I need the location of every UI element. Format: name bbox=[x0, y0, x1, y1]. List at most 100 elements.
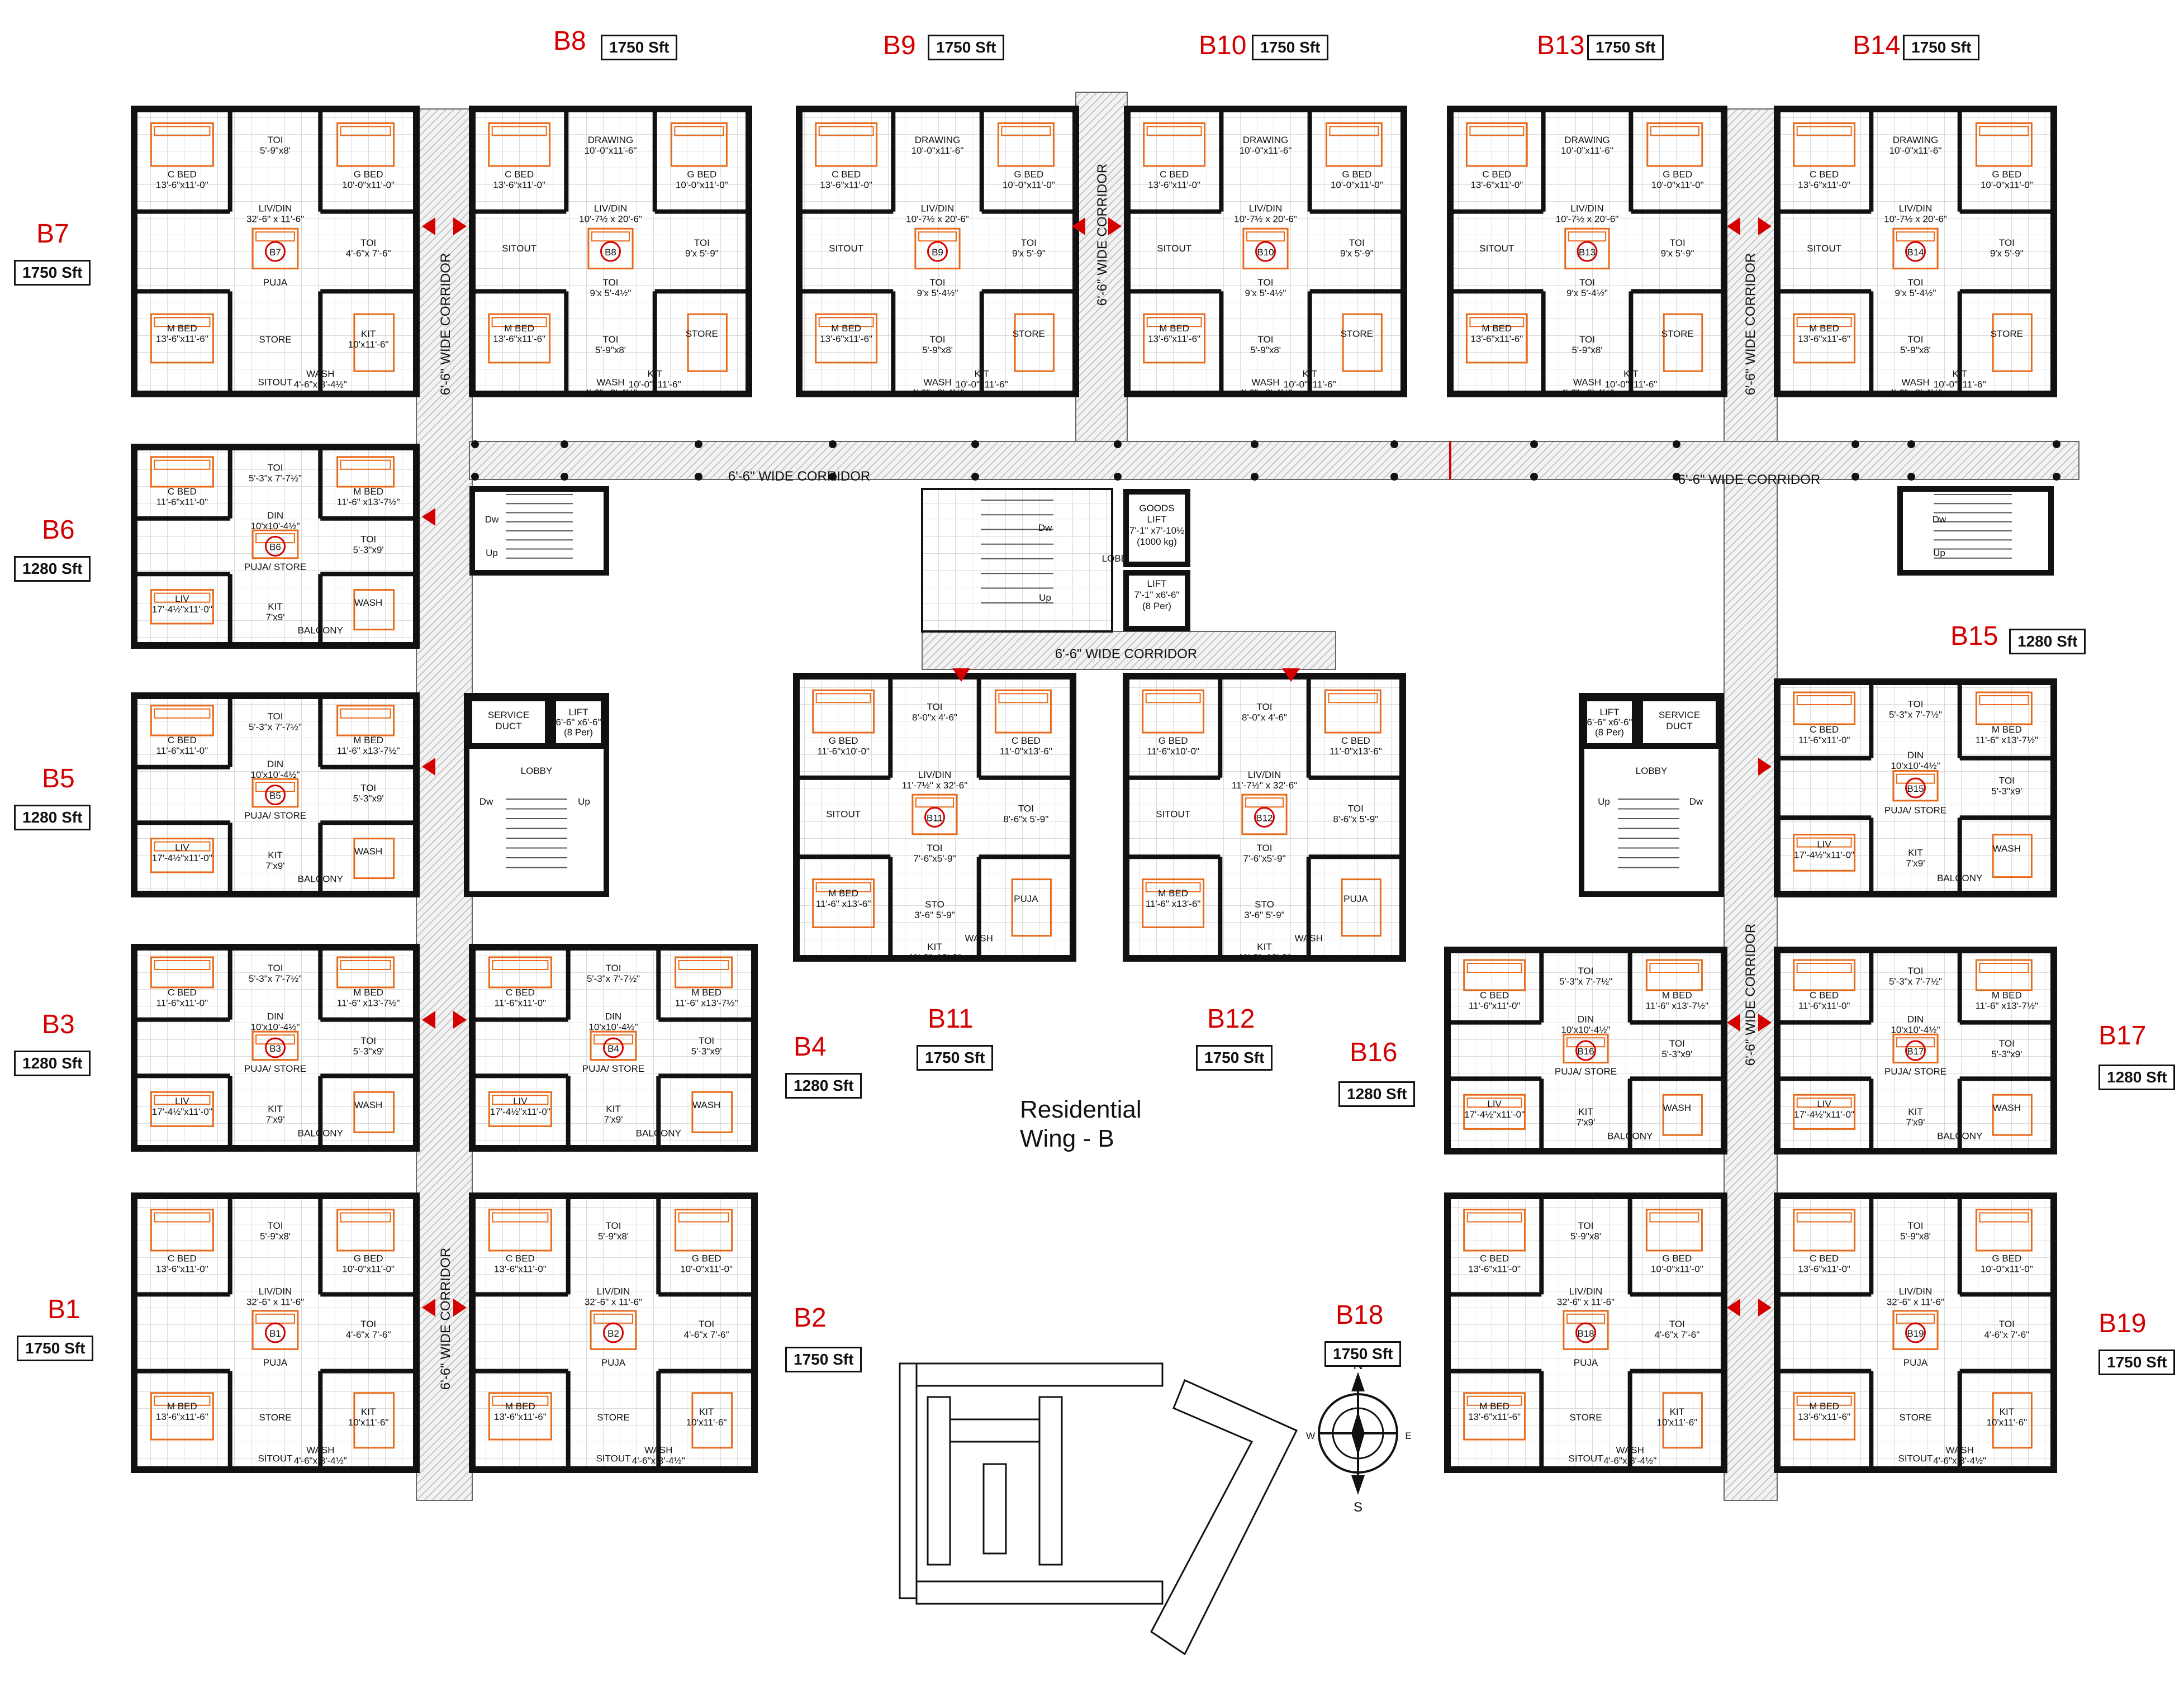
room-name: SITOUT bbox=[829, 243, 863, 254]
unit-id-label: B3 bbox=[42, 1010, 75, 1039]
lift-label: 6'-6" x6'-6" bbox=[556, 717, 601, 728]
room-name: TOI bbox=[929, 277, 945, 288]
room-dimension: 11'-6"x10'-0" bbox=[817, 746, 870, 757]
compass-needle bbox=[1351, 1411, 1365, 1456]
room-dimension: 11'-6"x10'-0" bbox=[1147, 746, 1199, 757]
room-name: LIV/DIN bbox=[1248, 769, 1281, 780]
furniture bbox=[336, 122, 395, 167]
furniture bbox=[251, 529, 299, 559]
unit-id-label: B1 bbox=[48, 1295, 80, 1324]
room-name: BALCONY bbox=[1937, 1130, 1982, 1141]
entry-arrow-icon bbox=[453, 1011, 467, 1029]
furniture-detail bbox=[678, 960, 729, 970]
unit-id-label: B8 bbox=[553, 26, 586, 56]
room-dimension: 10'-0"x11'-6" bbox=[585, 145, 637, 156]
room-name: WASH bbox=[1295, 933, 1323, 944]
room-dimension: 10'x11'-6" bbox=[686, 1417, 727, 1428]
room-name: TOI bbox=[1578, 1220, 1593, 1231]
room-name: WASH bbox=[354, 1100, 382, 1110]
unit-tag-circle bbox=[265, 1037, 286, 1058]
room-dimension: 9'x 5'-4½" bbox=[1895, 288, 1936, 298]
furniture-detail bbox=[255, 1034, 295, 1045]
furniture bbox=[1324, 689, 1381, 734]
furniture-detail bbox=[1896, 231, 1935, 242]
room-dimension: 10'-0"x11'-0" bbox=[1003, 179, 1055, 190]
furniture bbox=[251, 1030, 299, 1061]
furniture-detail bbox=[255, 533, 295, 544]
room-name: C BED bbox=[1012, 735, 1041, 746]
room-name: C BED bbox=[168, 1253, 197, 1264]
room-dimension: 10'x11'-6" bbox=[1986, 1417, 2027, 1428]
room-name: PUJA/ STORE bbox=[244, 562, 306, 572]
room-dimension: 5'-3"x9' bbox=[353, 544, 384, 555]
room-dimension: 11'-6"x11'-0" bbox=[1798, 1000, 1850, 1011]
room-name: M BED bbox=[831, 323, 861, 334]
room-name: TOI bbox=[694, 237, 710, 248]
room-name: DRAWING bbox=[1243, 135, 1289, 145]
room-dimension: 32'-6" x 11'-6" bbox=[1887, 1296, 1944, 1307]
unit-id-label: B13 bbox=[1537, 31, 1585, 60]
room-name: M BED bbox=[1159, 323, 1189, 334]
service-duct-label: SERVICE bbox=[488, 710, 529, 720]
room-dimension: 10'-0"x11'-0" bbox=[342, 179, 395, 190]
room-dimension: 10'-0"x11'-6" bbox=[1284, 379, 1336, 389]
room-name: C BED bbox=[1341, 735, 1370, 746]
furniture bbox=[150, 1392, 214, 1441]
room-dimension: 10'x10'-4½" bbox=[588, 1022, 638, 1033]
unit-outline bbox=[131, 106, 420, 397]
furniture-detail bbox=[1796, 126, 1852, 136]
room-name: M BED bbox=[167, 1401, 197, 1412]
room-dimension: 11'-6" x13'-7½" bbox=[1645, 1000, 1708, 1011]
room-dimension: 9'x 5'-4½" bbox=[917, 288, 958, 298]
room-name: LIV bbox=[1487, 1099, 1502, 1109]
room-dimension: 11'-6" x13'-7½" bbox=[675, 997, 738, 1008]
room-name: WASH bbox=[1663, 1103, 1691, 1113]
room-name: STO bbox=[925, 899, 944, 910]
room-name: TOI bbox=[1256, 702, 1272, 712]
room-dimension: 10'x11'-6" bbox=[348, 339, 389, 350]
corridor bbox=[1075, 92, 1128, 450]
unit-outline bbox=[469, 944, 758, 1152]
column-marker bbox=[1673, 473, 1680, 481]
room-name: TOI bbox=[267, 135, 283, 145]
room-name: G BED bbox=[1159, 735, 1188, 746]
furniture bbox=[150, 456, 214, 488]
unit-tag-circle bbox=[1905, 777, 1926, 799]
furniture bbox=[815, 313, 878, 364]
entry-arrow-icon bbox=[1758, 1299, 1772, 1317]
room-dimension: 9'x 5'-4½" bbox=[590, 288, 632, 298]
room-dimension: 11'-0"x13'-6" bbox=[1000, 746, 1052, 757]
furniture bbox=[150, 1209, 214, 1252]
unit-tag-circle bbox=[603, 1037, 624, 1058]
room-name: TOI bbox=[602, 277, 618, 288]
room-name: C BED bbox=[832, 169, 861, 179]
furniture bbox=[1463, 1209, 1526, 1252]
room-name: DRAWING bbox=[1564, 135, 1610, 145]
room-dimension: 10'-0"x11'-0" bbox=[680, 1264, 733, 1275]
furniture-detail bbox=[818, 317, 874, 327]
unit-tag-circle bbox=[265, 785, 286, 805]
column-marker bbox=[1114, 440, 1122, 448]
room-dimension: 10'x11'-6" bbox=[1656, 1417, 1697, 1428]
room-name: G BED bbox=[354, 1253, 383, 1264]
furniture-detail bbox=[918, 231, 957, 242]
room-name: TOI bbox=[267, 711, 283, 722]
unit-tag: B19 bbox=[1907, 1328, 1924, 1339]
unit-tag: B5 bbox=[269, 791, 281, 801]
room-dimension: 10'x10'-4½" bbox=[1891, 1025, 1940, 1035]
unit-area-box: 1750 Sft bbox=[1324, 1341, 1402, 1367]
furniture-detail bbox=[491, 317, 547, 327]
room-dimension: 7'x9' bbox=[266, 1114, 285, 1125]
room-name: SITOUT bbox=[1156, 809, 1190, 820]
room-dimension: 5'-9"x8' bbox=[922, 345, 953, 355]
room-name: LIV/DIN bbox=[594, 203, 628, 214]
furniture-detail bbox=[998, 693, 1048, 704]
furniture-detail bbox=[1979, 126, 2029, 136]
room-dimension: 11'-7½" x 32'-6" bbox=[1232, 780, 1297, 791]
room-dimension: 7'x9' bbox=[604, 1114, 623, 1125]
furniture-detail bbox=[815, 693, 871, 704]
